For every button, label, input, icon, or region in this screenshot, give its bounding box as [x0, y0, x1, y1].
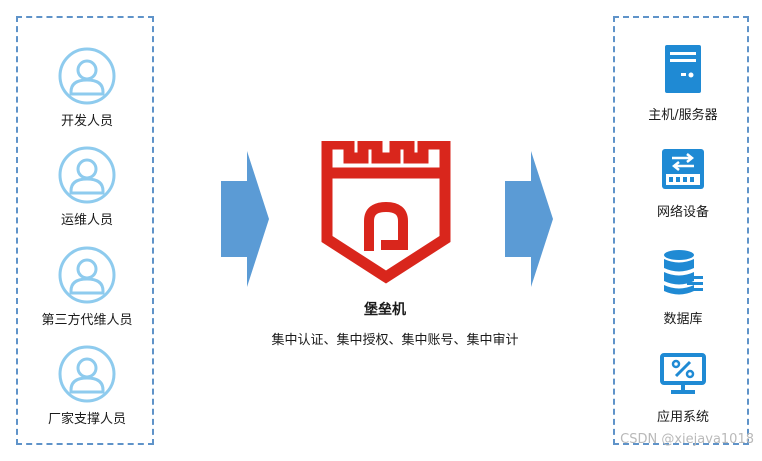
user-icon	[58, 246, 116, 304]
user-icon	[58, 146, 116, 204]
resource-label: 应用系统	[656, 410, 709, 425]
resource-label: 主机/服务器	[648, 108, 718, 123]
person-ops: 运维人员	[18, 145, 156, 228]
arrow-right-icon	[505, 151, 553, 287]
resources-panel: 主机/服务器 网络设备 数据库	[613, 16, 749, 445]
resource-label: 网络设备	[656, 205, 709, 220]
person-label: 开发人员	[60, 114, 113, 129]
person-third-party: 第三方代维人员	[18, 245, 156, 328]
resource-network: 网络设备	[615, 147, 751, 220]
network-switch-icon	[662, 149, 704, 189]
fortress-castle-icon	[321, 141, 451, 284]
arrow-right-icon	[221, 151, 269, 287]
watermark: CSDN @xiejava1018	[620, 432, 754, 447]
bastion-title: 堡垒机	[364, 302, 406, 318]
person-vendor: 厂家支撑人员	[18, 344, 156, 427]
user-icon	[58, 345, 116, 403]
person-developer: 开发人员	[18, 46, 156, 129]
person-label: 运维人员	[60, 213, 113, 228]
server-icon	[665, 45, 701, 93]
database-icon	[664, 250, 703, 295]
personnel-panel: 开发人员 运维人员 第三方代维人员 厂家支撑人员	[16, 16, 154, 445]
resource-server: 主机/服务器	[615, 44, 751, 123]
resource-application: 应用系统	[615, 352, 751, 425]
resource-label: 数据库	[663, 312, 703, 327]
resource-database: 数据库	[615, 248, 751, 327]
bastion-capabilities: 集中认证、集中授权、集中账号、集中审计	[271, 333, 519, 348]
user-icon	[58, 47, 116, 105]
person-label: 第三方代维人员	[41, 313, 133, 328]
application-monitor-icon	[660, 353, 706, 394]
person-label: 厂家支撑人员	[47, 412, 126, 427]
